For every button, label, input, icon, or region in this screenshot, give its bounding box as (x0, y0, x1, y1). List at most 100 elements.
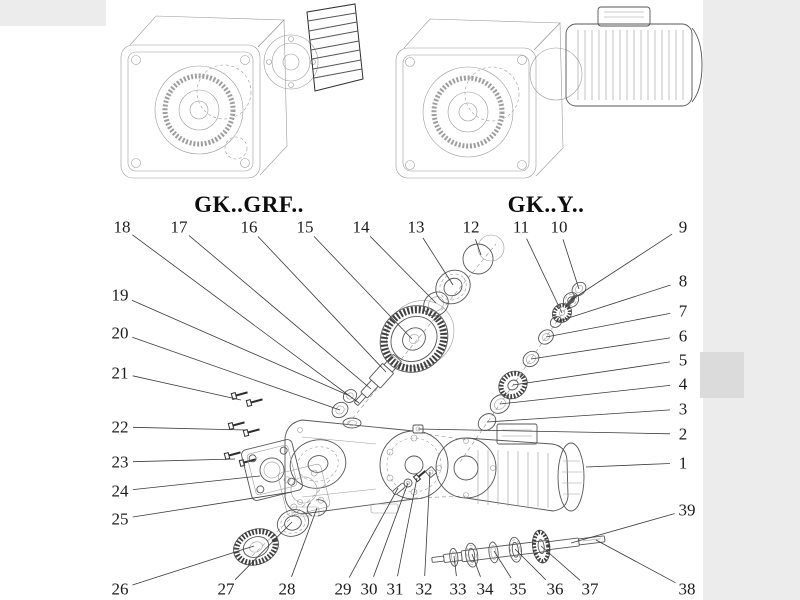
part-13-bearing (435, 269, 471, 305)
drawing-gk-y (395, 6, 703, 179)
part-10-ring (571, 281, 587, 297)
part-5-gear (498, 370, 528, 400)
leader-line-7 (545, 313, 671, 338)
callout-39: 39 (678, 500, 696, 520)
leader-line-28 (291, 507, 318, 577)
leader-line-13 (422, 237, 454, 286)
callout-37: 37 (581, 579, 599, 599)
part-housing (284, 417, 449, 517)
leader-line-26 (132, 545, 255, 586)
leader-line-15 (313, 236, 413, 340)
leader-line-18 (132, 234, 360, 404)
callout-14: 14 (352, 217, 370, 237)
leader-line-17 (188, 235, 372, 390)
callout-25: 25 (111, 509, 129, 529)
part-32-block (425, 466, 437, 478)
callout-8: 8 (678, 271, 688, 291)
part-25-gasket (277, 463, 331, 517)
part-7-sleeve (538, 329, 554, 345)
callout-19: 19 (111, 285, 129, 305)
part-15-16-gear (379, 300, 455, 373)
part-37-gear (532, 529, 551, 564)
leader-line-31 (397, 477, 418, 577)
part-6-ring (522, 350, 540, 368)
callout-36: 36 (546, 579, 564, 599)
leader-line-25 (132, 491, 293, 518)
photo-edge-right (703, 0, 800, 600)
callout-3: 3 (678, 399, 688, 419)
callout-18: 18 (113, 217, 131, 237)
leader-line-8 (555, 284, 671, 323)
callout-28: 28 (278, 579, 296, 599)
leader-line-23 (132, 458, 236, 463)
callout-9: 9 (678, 217, 688, 237)
part-8-ring (549, 316, 563, 328)
leader-line-27 (234, 521, 293, 580)
callout-21: 21 (111, 363, 129, 383)
part-38-39-shaft-assembly (431, 529, 606, 568)
callout-13: 13 (407, 217, 425, 237)
leader-line-10 (562, 239, 580, 290)
leader-line-6 (530, 337, 671, 360)
leader-line-21 (132, 375, 242, 401)
drawing-gk-grf (120, 3, 364, 179)
callout-32: 32 (415, 579, 433, 599)
part-23-bolts (223, 451, 256, 468)
leader-line-32 (424, 471, 431, 577)
callout-17: 17 (170, 217, 188, 237)
part-35-ring (488, 541, 499, 564)
photo-edge-topleft (0, 0, 106, 26)
part-26-ring-gear (233, 528, 279, 566)
callout-7: 7 (678, 301, 688, 321)
leader-line-22 (132, 426, 247, 431)
leader-line-36 (514, 548, 547, 581)
callout-12: 12 (462, 217, 480, 237)
callout-6: 6 (678, 326, 688, 346)
leader-line-35 (493, 550, 512, 579)
leader-line-16 (257, 236, 387, 373)
callout-22: 22 (111, 417, 129, 437)
part-1-motor (435, 423, 585, 512)
callout-24: 24 (111, 481, 129, 501)
callout-16: 16 (240, 217, 258, 237)
callout-35: 35 (509, 579, 527, 599)
photo-edge-patch (700, 352, 744, 398)
leader-line-12 (475, 239, 482, 256)
part-21-bolts (230, 391, 263, 408)
leader-line-4 (499, 385, 671, 405)
part-38-shaft (431, 535, 606, 563)
leader-line-34 (471, 553, 481, 577)
callout-2: 2 (678, 424, 688, 444)
part-17-18-output-shaft (354, 354, 402, 406)
part-19-seal (342, 389, 358, 403)
leader-lines (131, 233, 676, 586)
part-24-flange (241, 439, 303, 501)
callout-29: 29 (334, 579, 352, 599)
part-28-circlip (306, 499, 328, 517)
callout-23: 23 (111, 452, 129, 472)
callout-27: 27 (217, 579, 235, 599)
callout-5: 5 (678, 350, 688, 370)
leader-line-38 (595, 539, 676, 584)
leader-line-33 (453, 555, 457, 577)
part-22-bolts (227, 421, 260, 438)
leader-line-19 (131, 299, 351, 397)
callout-26: 26 (111, 579, 129, 599)
callout-34: 34 (476, 579, 494, 599)
callout-38: 38 (678, 579, 696, 599)
leader-line-5 (512, 361, 671, 386)
leader-line-39 (570, 513, 675, 544)
part-20-ring (331, 401, 349, 419)
callout-11: 11 (512, 217, 530, 237)
callout-31: 31 (386, 579, 404, 599)
callout-20: 20 (111, 323, 129, 343)
leader-line-11 (526, 238, 563, 314)
model-label-gk-grf: GK..GRF.. (194, 192, 304, 217)
model-label-gk-y: GK..Y.. (507, 192, 585, 217)
callout-4: 4 (678, 374, 688, 394)
callout-33: 33 (449, 579, 467, 599)
leader-line-1 (585, 463, 671, 468)
part-3-ring (477, 413, 497, 431)
